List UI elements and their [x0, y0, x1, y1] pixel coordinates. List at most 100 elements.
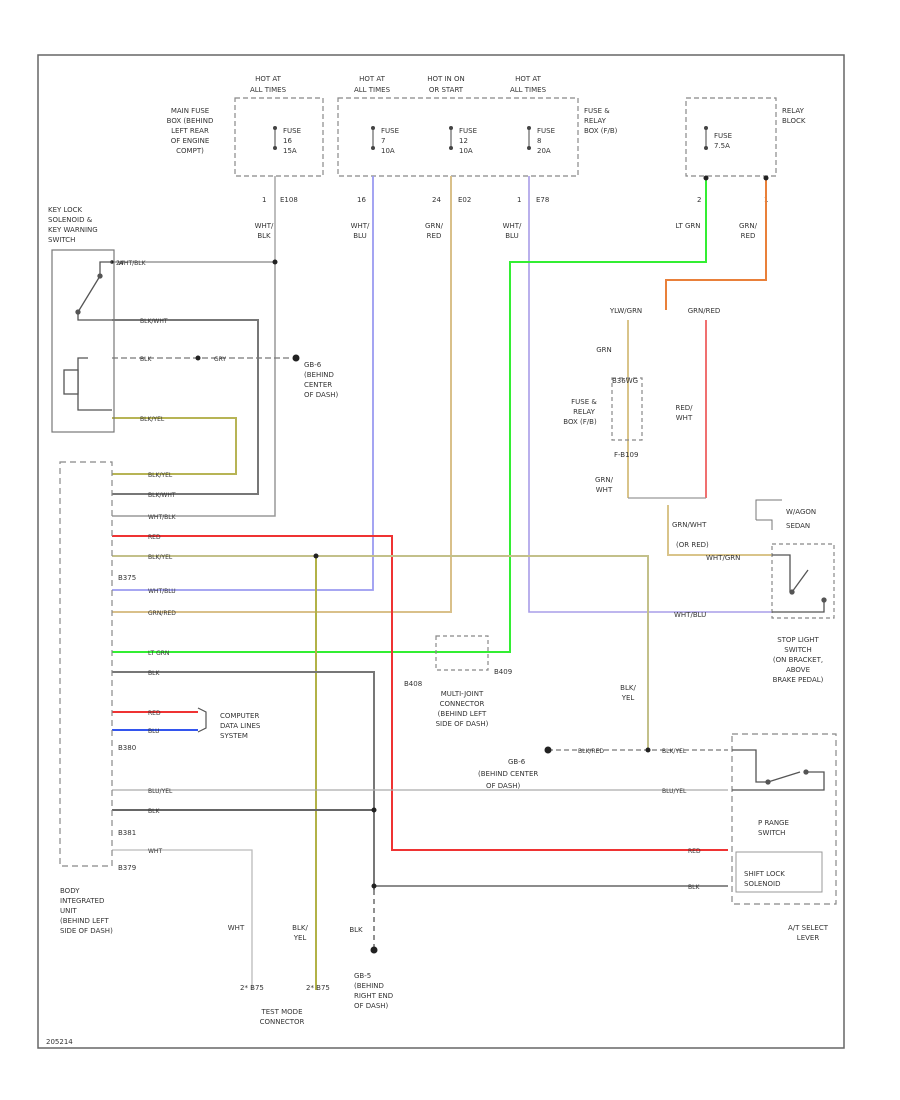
- main-fuse-box-label-2: BOX (BEHIND: [167, 117, 214, 125]
- fuse-relay-box-label-2: RELAY: [584, 117, 607, 125]
- svg-text:WHT: WHT: [148, 848, 162, 855]
- fuse-8-l3: 20A: [537, 147, 551, 155]
- box-labels: MAIN FUSE BOX (BEHIND LEFT REAR OF ENGIN…: [167, 107, 806, 155]
- multi-joint-outline: [435, 635, 489, 671]
- svg-text:INTEGRATED: INTEGRATED: [60, 897, 104, 905]
- ground-center2-label: GB-6 (BEHIND CENTER OF DASH): [478, 758, 538, 790]
- wl-grn-wht-2: WHT: [596, 486, 613, 494]
- svg-text:2* B75: 2* B75: [306, 984, 330, 992]
- hot-label-3a: HOT IN ON: [427, 75, 465, 83]
- svg-text:YEL: YEL: [621, 694, 635, 702]
- wl-relay-b2: RED: [741, 232, 756, 240]
- fuse-main-l3: 15A: [283, 147, 297, 155]
- conn-b409: B409: [494, 668, 512, 676]
- wires: [112, 176, 772, 990]
- svg-text:BLK: BLK: [148, 808, 160, 815]
- at-select-outline: [731, 733, 837, 905]
- fuse-relay-box2-label: FUSE & RELAY BOX (F/B): [563, 398, 597, 426]
- svg-text:B375: B375: [118, 574, 136, 582]
- svg-text:(BEHIND CENTER: (BEHIND CENTER: [478, 770, 538, 778]
- svg-text:BLK: BLK: [148, 670, 160, 677]
- svg-text:SYSTEM: SYSTEM: [220, 732, 248, 740]
- main-fuse-box-label-5: COMPT): [176, 147, 204, 155]
- svg-text:WHT/BLK: WHT/BLK: [148, 514, 177, 521]
- fuse-relay-l2: 7.5A: [714, 142, 730, 150]
- wl-red-wht-1: RED/: [675, 404, 693, 412]
- svg-text:2* B75: 2* B75: [240, 984, 264, 992]
- svg-text:CENTER: CENTER: [304, 381, 332, 389]
- wl-grnwht-or-1: GRN/WHT: [672, 521, 707, 529]
- wire-labels-top: WHT/ BLK WHT/ BLU GRN/ RED WHT/ BLU LT G…: [255, 222, 758, 619]
- svg-text:BLK/YEL: BLK/YEL: [140, 416, 165, 423]
- svg-text:SIDE OF DASH): SIDE OF DASH): [436, 720, 489, 728]
- body-pin-numbers: 24: [116, 260, 124, 267]
- svg-text:BODY: BODY: [60, 887, 80, 895]
- svg-text:GRN/RED: GRN/RED: [148, 610, 176, 617]
- svg-text:A/T SELECT: A/T SELECT: [788, 924, 829, 932]
- svg-text:BLK: BLK: [140, 356, 152, 363]
- main-fuse-box-label-3: LEFT REAR: [171, 127, 209, 135]
- svg-text:GRY: GRY: [214, 356, 226, 363]
- main-fuse-box-label-1: MAIN FUSE: [171, 107, 209, 115]
- sedan-note: W/AGON SEDAN: [755, 499, 816, 530]
- svg-text:B381: B381: [118, 829, 136, 837]
- wl-f7-2: BLU: [353, 232, 366, 240]
- svg-text:RED: RED: [148, 710, 161, 717]
- svg-text:WHT: WHT: [228, 924, 245, 932]
- key-lock-outline: [51, 249, 115, 433]
- wl-blk-red: BLK/RED: [578, 748, 604, 755]
- conn-e108: E108: [280, 196, 298, 204]
- wl-f12-2: RED: [427, 232, 442, 240]
- svg-text:WHT/BLK: WHT/BLK: [118, 260, 147, 267]
- svg-text:SHIFT LOCK: SHIFT LOCK: [744, 870, 785, 878]
- pin-2a: 2: [697, 196, 701, 204]
- main-fuse-box-outline: [234, 97, 324, 177]
- footer-code: 205214: [46, 1038, 73, 1046]
- fuse-symbols: [273, 126, 708, 150]
- stop-light-label: STOP LIGHT SWITCH (ON BRACKET, ABOVE BRA…: [773, 636, 824, 684]
- svg-text:BLK/WHT: BLK/WHT: [140, 318, 168, 325]
- wl-red-wht-2: WHT: [676, 414, 693, 422]
- svg-text:BLU: BLU: [148, 728, 160, 735]
- svg-text:SOLENOID: SOLENOID: [744, 880, 780, 888]
- wl-ylw-grn: YLW/GRN: [609, 307, 642, 315]
- fuse-relay-box2-outline: [611, 377, 643, 441]
- svg-text:SWITCH: SWITCH: [758, 829, 785, 837]
- hot-labels: HOT AT ALL TIMES HOT AT ALL TIMES HOT IN…: [250, 75, 547, 94]
- wl-blk-yel-h: BLK/YEL: [662, 748, 687, 755]
- fuse-boxes: [234, 97, 777, 177]
- main-fuse-box-label-4: OF ENGINE: [171, 137, 210, 145]
- svg-text:YEL: YEL: [293, 934, 307, 942]
- wl-grn-wht-1: GRN/: [595, 476, 614, 484]
- svg-text:RED: RED: [148, 534, 161, 541]
- wl-grn-down: GRN: [596, 346, 612, 354]
- fuse-7-l1: FUSE: [381, 127, 399, 135]
- svg-text:(BEHIND: (BEHIND: [304, 371, 334, 379]
- svg-text:P RANGE: P RANGE: [758, 819, 789, 827]
- svg-text:KEY LOCK: KEY LOCK: [48, 206, 83, 214]
- relay-block-outline: [685, 97, 777, 177]
- fuse-7-l2: 7: [381, 137, 385, 145]
- wl-red-r: RED: [688, 848, 701, 855]
- svg-text:BOX (F/B): BOX (F/B): [563, 418, 597, 426]
- svg-text:BLK/: BLK/: [292, 924, 308, 932]
- svg-text:W/AGON: W/AGON: [786, 508, 816, 516]
- hot-label-1b: ALL TIMES: [250, 86, 287, 94]
- svg-text:KEY WARNING: KEY WARNING: [48, 226, 98, 234]
- fuse-relay-box-outline: [337, 97, 579, 177]
- diagram-frame: [37, 54, 845, 1049]
- svg-text:GB-6: GB-6: [508, 758, 526, 766]
- svg-text:BLU/YEL: BLU/YEL: [148, 788, 173, 795]
- svg-text:SIDE OF DASH): SIDE OF DASH): [60, 927, 113, 935]
- hot-label-2b: ALL TIMES: [354, 86, 391, 94]
- fuse-main-l1: FUSE: [283, 127, 301, 135]
- svg-text:(BEHIND LEFT: (BEHIND LEFT: [438, 710, 487, 718]
- fuse-8-l1: FUSE: [537, 127, 555, 135]
- fuse-12-l2: 12: [459, 137, 468, 145]
- wl-grnwht-or-2: (OR RED): [676, 541, 709, 549]
- fuse-7-l3: 10A: [381, 147, 395, 155]
- key-lock-label: KEY LOCK SOLENOID & KEY WARNING SWITCH: [48, 206, 98, 244]
- fuse-8-l2: 8: [537, 137, 541, 145]
- hot-label-4a: HOT AT: [515, 75, 542, 83]
- wl-f8-2: BLU: [505, 232, 518, 240]
